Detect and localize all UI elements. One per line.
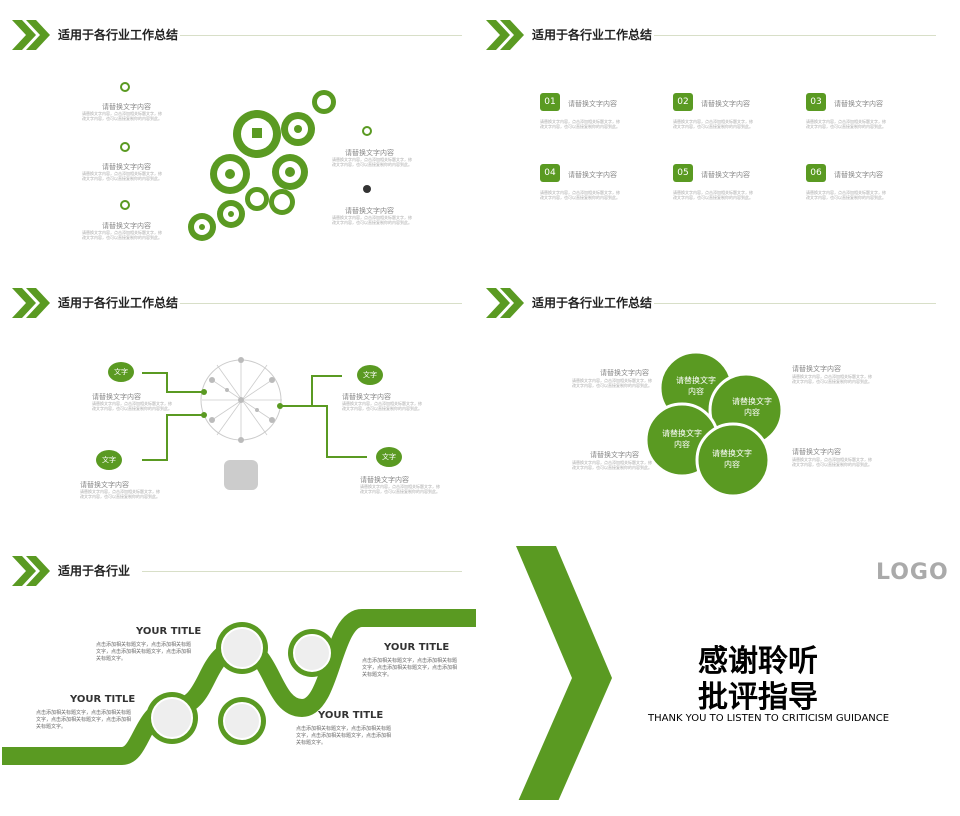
- item-text: 请替换文字内容，点击添加相关标题文字，修改文字内容，也可以直接复制你的内容到此。: [806, 190, 886, 200]
- word-bubble: 文字: [376, 447, 402, 467]
- number-badge: 05: [673, 164, 693, 182]
- double-chevron-icon: [12, 20, 50, 50]
- item-text: 请替换文字内容，点击添加相关标题文字，修改文字内容，也可以直接复制你的内容到此。: [540, 190, 620, 200]
- bulb-label: 请替换文字内容: [80, 481, 129, 489]
- double-chevron-icon: [486, 20, 524, 50]
- petal-side-title: 请替换文字内容: [792, 448, 841, 456]
- number-badge: 02: [673, 93, 693, 111]
- gear-label-3: 请替换文字内容: [102, 222, 151, 230]
- header-line: [654, 303, 936, 304]
- your-title-text: 点击添加相关标题文字，点击添加相关标题文字，点击添加相关标题文字，点击添加相关标…: [96, 642, 192, 662]
- gear-text-4: 请替换文字内容，点击添加相关标题文字，修改文字内容，也可以直接复制你的内容到此。: [332, 157, 412, 167]
- item-title: 请替换文字内容: [834, 100, 883, 108]
- petal-side-text: 请替换文字内容，点击添加相关标题文字，修改文字内容，也可以直接复制你的内容到此。: [792, 457, 872, 467]
- gear-text-1: 请替换文字内容，点击添加相关标题文字，修改文字内容，也可以直接复制你的内容到此。: [82, 111, 162, 121]
- gear-text-3: 请替换文字内容，点击添加相关标题文字，修改文字内容，也可以直接复制你的内容到此。: [82, 230, 162, 240]
- item-text: 请替换文字内容，点击添加相关标题文字，修改文字内容，也可以直接复制你的内容到此。: [540, 119, 620, 129]
- thanks-subtitle: THANK YOU TO LISTEN TO CRITICISM GUIDANC…: [648, 713, 890, 724]
- number-badge: 04: [540, 164, 560, 182]
- word-bubble: 文字: [96, 450, 122, 470]
- double-chevron-icon: [486, 288, 524, 318]
- gear-text-2: 请替换文字内容，点击添加相关标题文字，修改文字内容，也可以直接复制你的内容到此。: [82, 171, 162, 181]
- header-line: [180, 35, 462, 36]
- item-title: 请替换文字内容: [568, 171, 617, 179]
- your-title-text: 点击添加相关标题文字，点击添加相关标题文字，点击添加相关标题文字，点击添加相关标…: [36, 710, 132, 730]
- petal-label: 请替换文字内容: [712, 449, 752, 469]
- gear-label-5: 请替换文字内容: [345, 207, 394, 215]
- your-title-text: 点击添加相关标题文字，点击添加相关标题文字，点击添加相关标题文字，点击添加相关标…: [296, 726, 392, 746]
- slide-numbered-grid: 适用于各行业工作总结 01 请替换文字内容 请替换文字内容，点击添加相关标题文字…: [476, 2, 950, 264]
- gear-label-1: 请替换文字内容: [102, 103, 151, 111]
- bulb-text: 请替换文字内容，点击添加相关标题文字，修改文字内容，也可以直接复制你的内容到此。: [92, 401, 172, 411]
- word-bubble: 文字: [357, 365, 383, 385]
- slide-gears: 适用于各行业工作总结 请替换文字内容 请替换文字内容，点击添加相关标题文字，修改…: [2, 2, 476, 264]
- slide-petals: 适用于各行业工作总结 请替换文字内容 请替换文字内容 请替换文字内容 请替换文字…: [476, 270, 950, 532]
- slide-header: 适用于各行业工作总结: [476, 270, 950, 318]
- bulb-text: 请替换文字内容，点击添加相关标题文字，修改文字内容，也可以直接复制你的内容到此。: [342, 401, 422, 411]
- petal-side-text: 请替换文字内容，点击添加相关标题文字，修改文字内容，也可以直接复制你的内容到此。: [572, 378, 652, 388]
- slide-thanks: LOGO 感谢聆听 批评指导 THANK YOU TO LISTEN TO CR…: [476, 538, 950, 800]
- petal-diagram: [644, 350, 784, 498]
- slide-header: 适用于各行业工作总结: [2, 2, 476, 50]
- double-chevron-icon: [12, 288, 50, 318]
- bulb-text: 请替换文字内容，点击添加相关标题文字，修改文字内容，也可以直接复制你的内容到此。: [80, 489, 160, 499]
- header-title: 适用于各行业工作总结: [58, 296, 179, 310]
- bulb-label: 请替换文字内容: [342, 393, 391, 401]
- number-badge: 01: [540, 93, 560, 111]
- slide-header: 适用于各行业工作总结: [2, 270, 476, 318]
- item-title: 请替换文字内容: [701, 100, 750, 108]
- item-text: 请替换文字内容，点击添加相关标题文字，修改文字内容，也可以直接复制你的内容到此。: [673, 190, 753, 200]
- slide-header: 适用于各行业工作总结: [476, 2, 950, 50]
- thanks-line-2: 批评指导: [698, 680, 818, 715]
- petal-side-title: 请替换文字内容: [590, 451, 639, 459]
- number-badge: 03: [806, 93, 826, 111]
- item-title: 请替换文字内容: [568, 100, 617, 108]
- your-title-text: 点击添加相关标题文字，点击添加相关标题文字，点击添加相关标题文字，点击添加相关标…: [362, 658, 458, 678]
- slide-wave: 适用于各行业 YOUR TITLE 点击添加相关标题文字，点击添加相关标题文字，…: [2, 538, 476, 800]
- word-bubble: 文字: [108, 362, 134, 382]
- header-title: 适用于各行业工作总结: [58, 28, 179, 42]
- your-title: YOUR TITLE: [136, 626, 202, 637]
- item-text: 请替换文字内容，点击添加相关标题文字，修改文字内容，也可以直接复制你的内容到此。: [806, 119, 886, 129]
- item-title: 请替换文字内容: [834, 171, 883, 179]
- item-title: 请替换文字内容: [701, 171, 750, 179]
- bulb-text: 请替换文字内容，点击添加相关标题文字，修改文字内容，也可以直接复制你的内容到此。: [360, 484, 440, 494]
- petal-side-title: 请替换文字内容: [600, 369, 649, 377]
- header-title: 适用于各行业工作总结: [532, 296, 653, 310]
- gear-label-4: 请替换文字内容: [345, 149, 394, 157]
- gear-label-2: 请替换文字内容: [102, 163, 151, 171]
- your-title: YOUR TITLE: [70, 694, 136, 705]
- slide-header: 适用于各行业: [2, 538, 476, 586]
- bulb-label: 请替换文字内容: [360, 476, 409, 484]
- petal-side-text: 请替换文字内容，点击添加相关标题文字，修改文字内容，也可以直接复制你的内容到此。: [572, 460, 652, 470]
- bulb-illustration: [142, 357, 367, 490]
- header-line: [142, 571, 462, 572]
- header-title: 适用于各行业工作总结: [532, 28, 653, 42]
- gear-text-5: 请替换文字内容，点击添加相关标题文字，修改文字内容，也可以直接复制你的内容到此。: [332, 215, 412, 225]
- your-title: YOUR TITLE: [384, 642, 450, 653]
- double-chevron-icon: [12, 556, 50, 586]
- bulb-label: 请替换文字内容: [92, 393, 141, 401]
- wave-path: [2, 609, 476, 765]
- petal-side-text: 请替换文字内容，点击添加相关标题文字，修改文字内容，也可以直接复制你的内容到此。: [792, 374, 872, 384]
- big-chevron: [516, 546, 612, 800]
- header-line: [654, 35, 936, 36]
- header-line: [180, 303, 462, 304]
- petal-label: 请替换文字内容: [732, 397, 772, 417]
- your-title: YOUR TITLE: [318, 710, 384, 721]
- number-badge: 06: [806, 164, 826, 182]
- gears-illustration: [120, 82, 372, 241]
- petal-label: 请替换文字内容: [676, 376, 716, 396]
- thanks-line-1: 感谢聆听: [698, 644, 818, 679]
- item-text: 请替换文字内容，点击添加相关标题文字，修改文字内容，也可以直接复制你的内容到此。: [673, 119, 753, 129]
- slide-bulb: 适用于各行业工作总结 文字 文字 文字 文字 请替换文字内容 请替换文字内容，点…: [2, 270, 476, 532]
- petal-side-title: 请替换文字内容: [792, 365, 841, 373]
- petal-label: 请替换文字内容: [662, 429, 702, 449]
- header-title-short: 适用于各行业: [58, 564, 131, 578]
- logo: LOGO: [876, 560, 949, 585]
